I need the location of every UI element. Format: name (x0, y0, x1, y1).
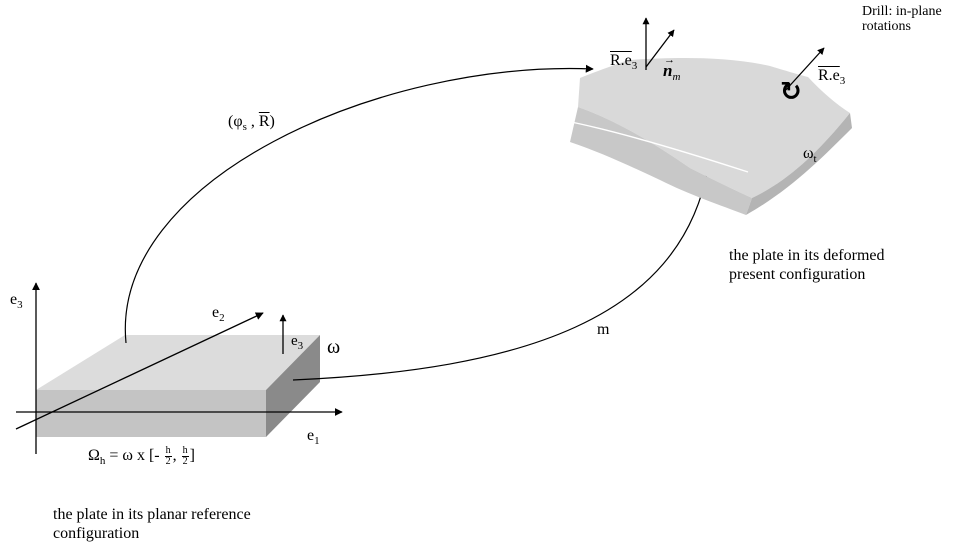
n-m-arrow-glyph: → (664, 54, 675, 66)
omega-h-sub: h (99, 455, 106, 468)
n-m-sub: m (672, 71, 681, 83)
deformed-plate-top (578, 58, 850, 198)
mapping-arrow-m (292, 167, 711, 381)
drill-label-line1: Drill: in-plane (862, 4, 942, 19)
omega-h-close: ] (189, 447, 195, 465)
e1-axis-main: e (307, 427, 315, 444)
phi-R-sub: s (242, 121, 247, 133)
e3-plate-sub: 3 (297, 340, 304, 352)
R-e3-right-sub: 3 (839, 75, 846, 87)
omega-t-sub: t (813, 153, 817, 165)
n-m-letter: n (663, 61, 673, 80)
omega-h-comma: , (172, 447, 181, 465)
e3-plate-main: e (291, 333, 298, 349)
omega-t-main: ω (803, 145, 814, 162)
deformed-plate-edge (570, 121, 749, 173)
deformed-plate-front (570, 107, 752, 215)
deformed-plate-side (746, 113, 852, 215)
R-e3-left-text: R.e (610, 52, 632, 69)
label-R-e3-right: R.e3 (818, 67, 846, 87)
reference-plate (36, 335, 320, 437)
label-omega: ω (327, 336, 341, 358)
deformed-caption-line2: present configuration (729, 266, 866, 283)
label-e2-axis: e2 (212, 304, 225, 324)
reference-plate-front (36, 390, 266, 437)
label-R-e3-left: R.e3 (610, 52, 638, 72)
deformed-plate (570, 58, 852, 215)
frac1-den: 2 (165, 456, 171, 467)
label-omega-t: ωt (803, 145, 817, 165)
frac2-den: 2 (182, 456, 188, 467)
reference-caption-line2: configuration (53, 525, 140, 542)
n-m-vector: →n (663, 54, 675, 80)
drill-label-line2: rotations (862, 19, 911, 34)
phi-R-close: ) (269, 113, 275, 130)
e3-axis-main: e (10, 291, 18, 308)
drill-rotation-icon: ↻ (780, 77, 802, 107)
label-m: m (597, 321, 610, 338)
normal-n-m-arrow (645, 29, 675, 68)
R-e3-left-sub: 3 (631, 60, 638, 72)
e2-axis (15, 312, 264, 430)
reference-plate-top (36, 335, 320, 390)
phi-R-R: R (258, 113, 270, 130)
e2-axis-main: e (212, 304, 220, 321)
deformed-caption-line1: the plate in its deformed (729, 247, 885, 264)
label-e3-axis: e3 (10, 291, 23, 311)
e2-axis-sub: 2 (219, 312, 225, 324)
e1-axis-sub: 1 (314, 435, 320, 447)
label-phi-R: (φs , R) (228, 113, 275, 133)
R-e3-right-text: R.e (818, 67, 840, 84)
frac2-num: h (181, 445, 189, 457)
label-n-m: →nm (663, 54, 681, 83)
label-e3-plate: e3 (291, 332, 304, 352)
reference-caption-line1: the plate in its planar reference (53, 506, 251, 523)
phi-R-sep: , (246, 113, 259, 130)
frac1-num: h (164, 445, 172, 457)
phi-R-open: (φ (228, 113, 243, 130)
director-R-e3-right (783, 47, 825, 93)
omega-h-main: Ω (88, 447, 100, 465)
omega-h-rest: = ω x [- (105, 447, 164, 465)
label-e1-axis: e1 (307, 427, 320, 447)
e3-axis-sub: 3 (17, 299, 23, 311)
mapping-arrow-phi (124, 64, 594, 344)
